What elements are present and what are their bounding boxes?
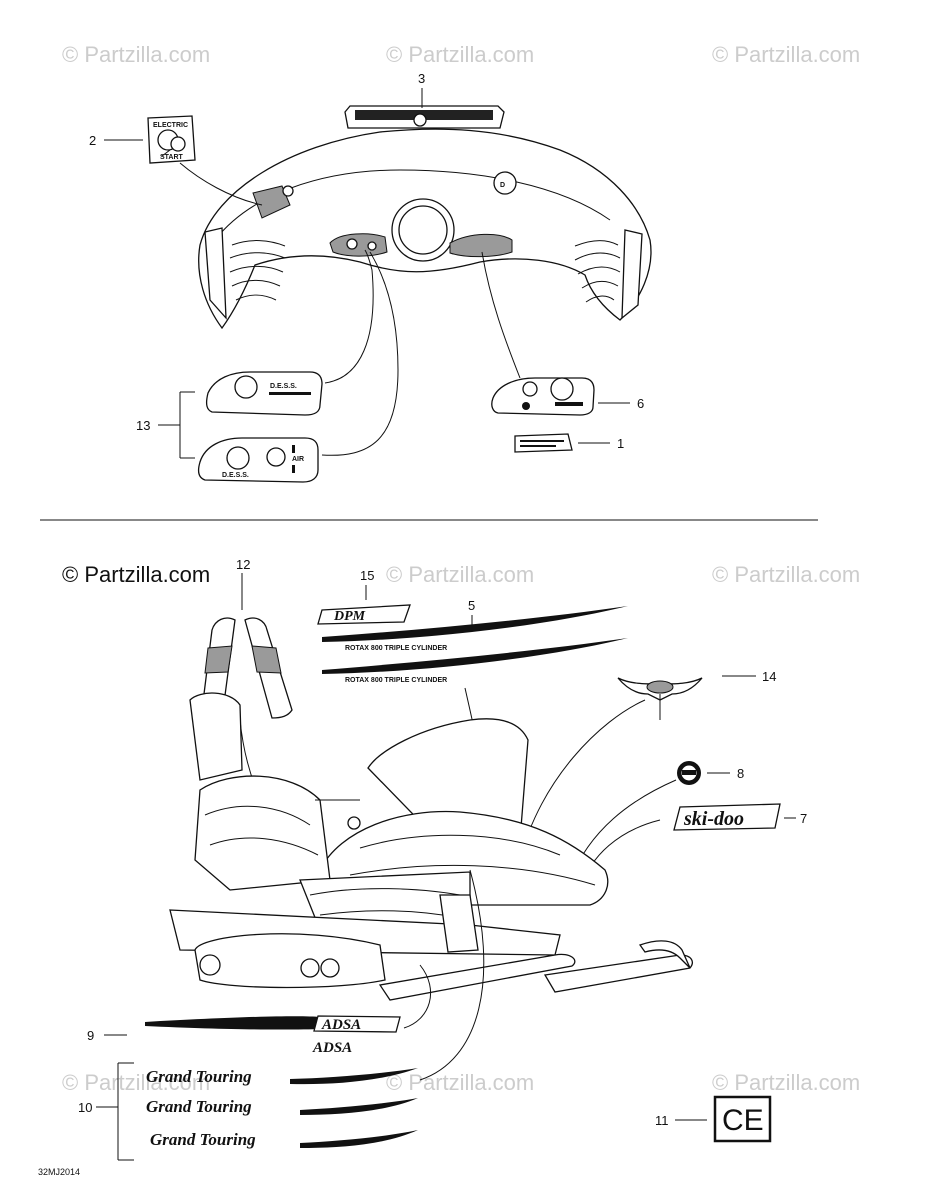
decal-7-ski-doo: ski-doo [673, 803, 781, 831]
leader-13-lower [321, 251, 399, 456]
svg-text:CE: CE [722, 1104, 764, 1137]
console-button [493, 171, 517, 195]
watermark-mid-right: © Partzilla.com [712, 562, 860, 587]
decal-12-right [244, 617, 293, 719]
decal-9-adsa-text: ADSA [312, 1040, 352, 1056]
callout-2: 2 [89, 133, 96, 148]
decal-1 [514, 433, 573, 453]
track [194, 933, 386, 989]
callout-9: 9 [87, 1028, 94, 1043]
decal-3-logo [413, 113, 427, 127]
decal-14-emblem [617, 677, 703, 720]
svg-text:Grand Touring: Grand Touring [146, 1097, 252, 1116]
decal-8-badge [677, 761, 701, 785]
callout-11: 11 [655, 1113, 669, 1128]
gauge-ring-inner [398, 205, 448, 255]
windshield [367, 718, 529, 843]
callout-12: 12 [236, 557, 250, 572]
decal-15-dpm: DPM [317, 604, 411, 625]
svg-text:D.E.S.S.: D.E.S.S. [222, 472, 249, 479]
right-vents [574, 229, 643, 320]
watermark-top-center: © Partzilla.com [386, 42, 534, 67]
decal-5-rotax-lower: ROTAX 800 TRIPLE CYLINDER [322, 638, 628, 684]
decal-10-grand-touring-1: Grand Touring [146, 1067, 418, 1086]
leader-9 [403, 964, 431, 1029]
watermark-main: © Partzilla.com [62, 562, 210, 587]
callout-7: 7 [800, 811, 807, 826]
watermark-top-right: © Partzilla.com [712, 42, 860, 67]
svg-text:START: START [160, 154, 184, 161]
leader-10 [419, 869, 485, 1081]
svg-text:ADSA: ADSA [312, 1040, 352, 1056]
decal-9-adsa-stripe: ADSA [145, 1015, 401, 1033]
decal-11-ce-mark: CE [713, 1095, 772, 1143]
ski-left [378, 953, 576, 1001]
watermark-mid-center: © Partzilla.com [386, 562, 534, 587]
callout-6: 6 [637, 396, 644, 411]
svg-text:Grand Touring: Grand Touring [150, 1130, 256, 1149]
watermark-bottom-center: © Partzilla.com [386, 1070, 534, 1095]
svg-text:D: D [500, 182, 505, 189]
svg-text:ADSA: ADSA [321, 1017, 361, 1033]
decal-2-electric-start: ELECTRIC START [147, 115, 196, 164]
svg-text:ROTAX 800 TRIPLE CYLINDER: ROTAX 800 TRIPLE CYLINDER [345, 645, 447, 652]
callout-8: 8 [737, 766, 744, 781]
svg-text:ski-doo: ski-doo [683, 808, 744, 830]
watermark-bottom-right: © Partzilla.com [712, 1070, 860, 1095]
decal-10-grand-touring-3: Grand Touring [150, 1130, 418, 1149]
callout-14: 14 [762, 669, 776, 684]
seat [194, 775, 331, 891]
decal-10-grand-touring-2: Grand Touring [146, 1097, 418, 1116]
diagram-code: 32MJ2014 [38, 1167, 80, 1177]
callout-5: 5 [468, 598, 475, 613]
right-pad [449, 233, 513, 258]
decal-13-dess-upper: D.E.S.S. [205, 371, 323, 416]
decal-6 [491, 377, 595, 416]
watermark-top-left: © Partzilla.com [62, 42, 210, 67]
svg-text:Grand Touring: Grand Touring [146, 1067, 252, 1086]
watermark-bottom-left: © Partzilla.com [62, 1070, 210, 1095]
callout-3: 3 [418, 71, 425, 86]
leader-2 [179, 162, 263, 206]
leader-6 [481, 251, 521, 379]
callout-15: 15 [360, 568, 374, 583]
dess-pad [329, 233, 388, 257]
callout-1: 1 [617, 436, 624, 451]
svg-text:D.E.S.S.: D.E.S.S. [270, 383, 297, 390]
console-illustration: D [198, 105, 652, 330]
decal-5-rotax-upper: ROTAX 800 TRIPLE CYLINDER [322, 606, 628, 652]
leader-13-upper [324, 249, 374, 384]
callout-13: 13 [136, 418, 150, 433]
backrest [189, 692, 243, 781]
svg-text:ROTAX 800 TRIPLE CYLINDER: ROTAX 800 TRIPLE CYLINDER [345, 677, 447, 684]
callout-10: 10 [78, 1100, 92, 1115]
svg-text:ELECTRIC: ELECTRIC [153, 122, 188, 129]
electric-start-pad [252, 185, 291, 219]
svg-text:AIR: AIR [292, 456, 304, 463]
decal-13-dess-lower: D.E.S.S. AIR [198, 437, 319, 483]
svg-text:DPM: DPM [333, 609, 366, 624]
snowmobile-illustration [169, 692, 693, 1001]
left-vents [204, 227, 286, 320]
